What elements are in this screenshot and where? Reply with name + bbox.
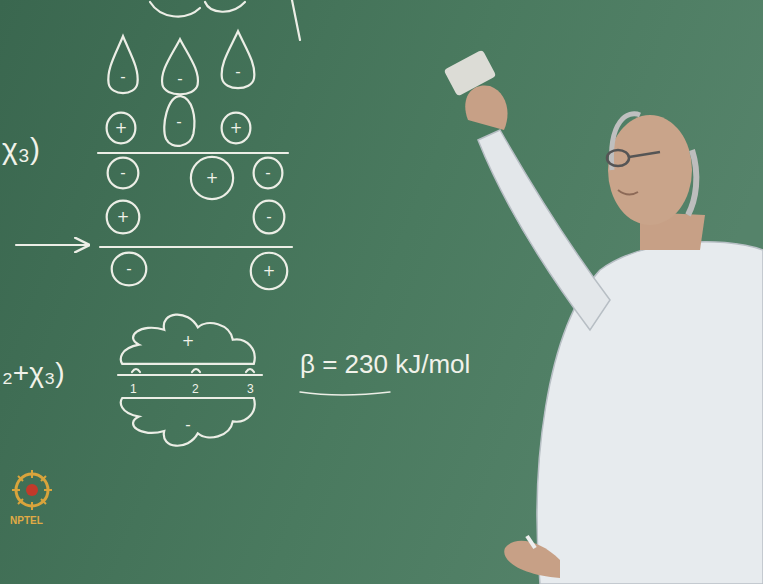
- lobe-path: [162, 39, 198, 94]
- phase-sign: +: [263, 264, 276, 279]
- board-text: χ₃): [2, 132, 40, 165]
- logo-text: NPTEL: [10, 515, 43, 526]
- lobe-path: [107, 201, 140, 234]
- phase-sign: +: [115, 121, 128, 136]
- phase-sign: +: [117, 210, 130, 225]
- chalk-loop: [150, 2, 200, 17]
- phase-sign: +: [230, 121, 243, 136]
- phase-sign: -: [177, 72, 182, 87]
- lobe-path: [107, 113, 136, 144]
- orbital-lobe: -: [158, 38, 202, 98]
- chalk-lines: [16, 0, 390, 395]
- phase-sign: -: [265, 166, 270, 181]
- chalk-underline: [300, 392, 390, 395]
- phase-sign: -: [120, 70, 125, 85]
- phase-sign: -: [266, 210, 271, 225]
- lobe-path: [112, 253, 147, 286]
- board-label-box: χ₃): [2, 132, 40, 165]
- lobe-path: [164, 96, 194, 146]
- phase-sign: -: [176, 115, 181, 130]
- atom-number: 3: [247, 382, 254, 396]
- phase-sign: -: [235, 65, 240, 80]
- energy-level: [98, 152, 288, 154]
- phase-sign: -: [120, 166, 125, 181]
- orbital-lobe: +: [190, 156, 234, 200]
- board-text: β = 230 kJ/mol: [300, 349, 470, 379]
- board-label-box: NPTEL: [10, 510, 43, 528]
- board-label-box: 2: [192, 379, 199, 397]
- orbital-lobe: +: [250, 252, 288, 290]
- chalk-loop: [205, 2, 245, 12]
- lobe-path: [108, 36, 137, 93]
- orbital-lobe: -: [253, 200, 285, 234]
- arrow: [16, 244, 88, 246]
- lobe-path: [222, 31, 255, 88]
- phase-sign: -: [185, 418, 190, 433]
- lobe-path: [121, 398, 255, 446]
- board-label-box: 3: [247, 379, 254, 397]
- atom-number: 2: [192, 382, 199, 396]
- board-label-box: β = 230 kJ/mol: [300, 350, 470, 379]
- orbital-lobe: -: [160, 95, 198, 150]
- energy-level: [100, 246, 292, 248]
- lobe-path: [191, 157, 233, 199]
- orbital-cloud: -: [118, 395, 258, 455]
- nptel-logo: [12, 470, 52, 510]
- orbital-lobe: +: [106, 112, 136, 144]
- lobe-path: [254, 201, 285, 234]
- phase-sign: +: [182, 334, 195, 349]
- orbital-lobe: -: [105, 35, 141, 97]
- orbital-lobe: -: [111, 252, 147, 286]
- lobe-path: [108, 158, 139, 189]
- board-label-box: 1: [130, 379, 137, 397]
- lobe-outline: [105, 35, 141, 97]
- lobe-path: [254, 158, 283, 189]
- board-text: ₂+χ₃): [2, 357, 65, 388]
- phase-sign: +: [206, 171, 219, 186]
- atom-number: 1: [130, 382, 137, 396]
- orbital-lobe: +: [221, 112, 251, 144]
- lecturer: [444, 49, 763, 584]
- lobe-path: [222, 113, 251, 144]
- lobe-path: [251, 253, 287, 289]
- orbital-lobe: +: [106, 200, 140, 234]
- phase-sign: -: [126, 262, 131, 277]
- lobe-path: [121, 315, 255, 364]
- chalk-stroke: [292, 0, 300, 40]
- orbital-lobe: -: [218, 30, 258, 92]
- molecule-axis: [118, 374, 262, 376]
- orbital-cloud: +: [118, 305, 258, 367]
- lobe-outline: [158, 38, 202, 98]
- orbital-lobe: -: [107, 157, 139, 189]
- lobe-outline: [218, 30, 258, 92]
- orbital-lobe: -: [253, 157, 283, 189]
- atom-marks: [132, 369, 254, 372]
- board-label-box: ₂+χ₃): [2, 358, 65, 389]
